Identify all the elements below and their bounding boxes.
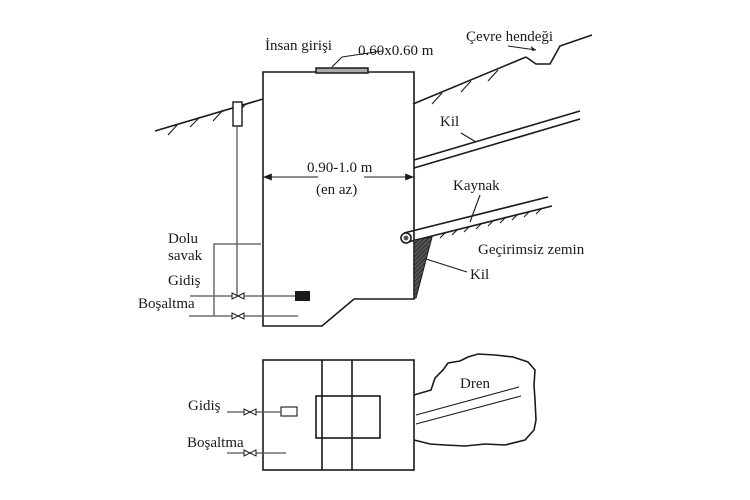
chamber-wall	[262, 71, 415, 327]
supply-strainer	[295, 291, 310, 301]
plan-drain-valve-icon	[243, 449, 257, 457]
impermeable-ground-hatch	[439, 207, 543, 239]
overflow-pipe	[213, 243, 261, 316]
label-overflow-1: Dolu	[168, 231, 199, 247]
label-impermeable-ground: Geçirimsiz zemin	[478, 242, 585, 258]
perimeter-ditch	[525, 34, 593, 65]
spring-pipe	[400, 196, 553, 244]
supply-valve-icon	[231, 292, 245, 300]
ground-surface-left	[154, 98, 264, 136]
plan-view: Gidiş Boşaltma Dren	[187, 353, 537, 471]
drain-pipe-plan-upper	[415, 386, 520, 416]
clay-layer-upper	[413, 110, 581, 169]
label-perimeter-ditch: Çevre hendeği	[466, 29, 553, 45]
label-width: 0.90-1.0 m	[307, 160, 373, 176]
manhole-cover	[315, 67, 369, 74]
label-manhole: İnsan girişi	[265, 38, 332, 54]
clay-wedge-lower	[413, 236, 433, 299]
label-clay-lower: Kil	[470, 267, 489, 283]
label-width-note: (en az)	[316, 182, 357, 198]
plan-label-supply: Gidiş	[188, 398, 221, 414]
plan-manhole	[315, 395, 381, 439]
vent-pipe	[232, 101, 243, 296]
ground-surface-right	[412, 34, 593, 105]
label-drain-area: Dren	[460, 376, 490, 392]
plan-strainer	[280, 406, 298, 417]
label-clay-upper: Kil	[440, 114, 459, 130]
label-supply: Gidiş	[168, 273, 201, 289]
label-manhole-size: 0.60x0.60 m	[358, 43, 434, 59]
manhole-leader	[331, 56, 343, 68]
drain-area-outline	[413, 353, 537, 447]
label-spring: Kaynak	[453, 178, 500, 194]
section-view: İnsan girişi 0.60x0.60 m Çevre hendeği 0…	[138, 29, 593, 327]
plan-label-drain: Boşaltma	[187, 435, 244, 451]
plan-chamber-outline	[262, 359, 415, 471]
drain-valve-icon	[231, 312, 245, 320]
label-drain: Boşaltma	[138, 296, 195, 312]
drain-pipe-plan-lower	[415, 395, 522, 425]
label-overflow-2: savak	[168, 248, 203, 264]
plan-supply-valve-icon	[243, 408, 257, 416]
